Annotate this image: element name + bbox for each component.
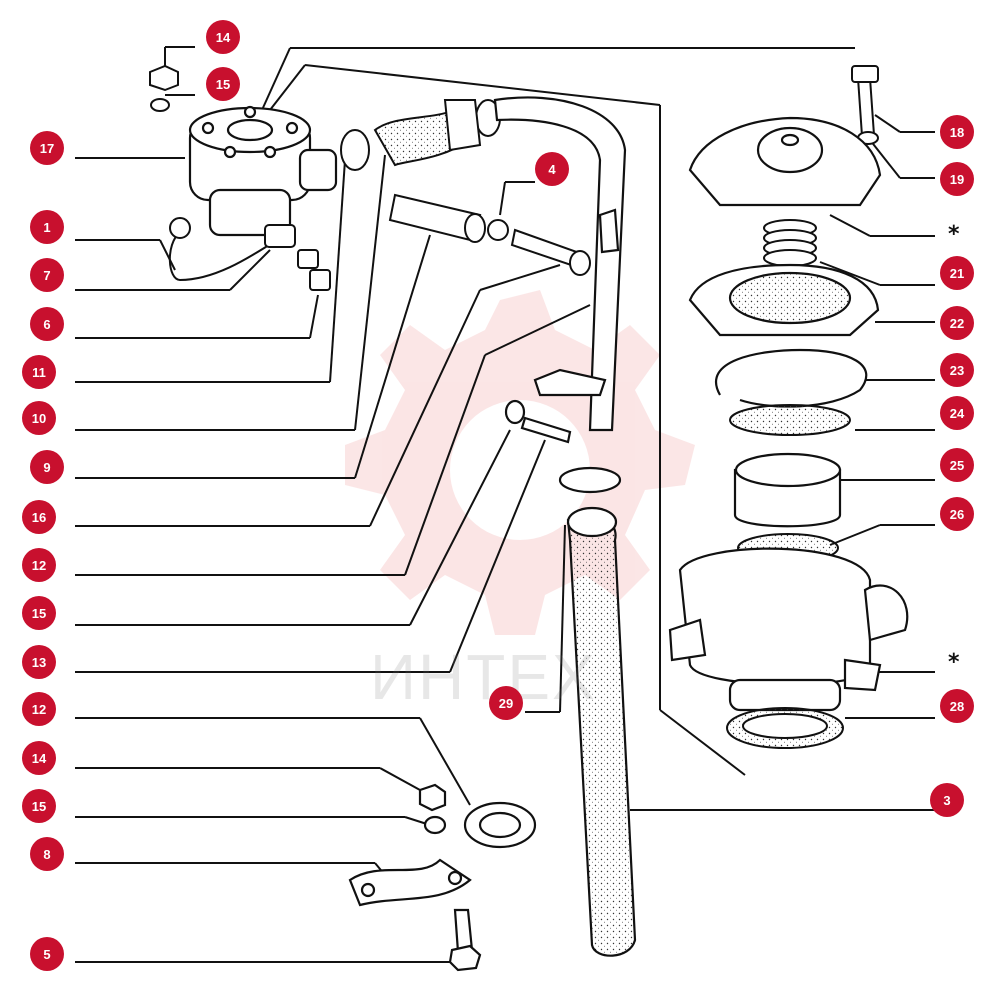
callout-29[interactable]: 29	[489, 686, 523, 720]
callout-11[interactable]: 11	[22, 355, 56, 389]
callout-13[interactable]: 13	[22, 645, 56, 679]
fuel-pump-head-icon	[188, 105, 338, 237]
hose-elbow-icon	[340, 99, 501, 171]
callout-25[interactable]: 25	[940, 448, 974, 482]
pump-cover-icon	[688, 116, 882, 207]
flexible-hose-icon	[566, 506, 637, 957]
callout-19[interactable]: 19	[940, 162, 974, 196]
spring-icon	[763, 219, 817, 267]
seal-ring-icon	[726, 707, 844, 749]
callout-12-lower[interactable]: 12	[22, 692, 56, 726]
callout-15-top[interactable]: 15	[206, 67, 240, 101]
pipe-clamp-icon	[348, 783, 537, 972]
callout-15-lower[interactable]: 15	[22, 789, 56, 823]
asterisk-mark-upper: *	[948, 222, 960, 247]
callout-14-top[interactable]: 14	[206, 20, 240, 54]
callout-10[interactable]: 10	[22, 401, 56, 435]
callout-6[interactable]: 6	[30, 307, 64, 341]
callout-8[interactable]: 8	[30, 837, 64, 871]
fuel-line-icon	[168, 217, 331, 291]
callout-9[interactable]: 9	[30, 450, 64, 484]
asterisk-mark-lower: *	[948, 650, 960, 675]
diaphragm-icon	[688, 263, 880, 337]
callout-1[interactable]: 1	[30, 210, 64, 244]
callout-5[interactable]: 5	[30, 937, 64, 971]
callout-7[interactable]: 7	[30, 258, 64, 292]
valve-plate-icon	[729, 404, 851, 436]
callout-3[interactable]: 3	[930, 783, 964, 817]
retaining-ring-icon	[715, 348, 868, 408]
callout-18[interactable]: 18	[940, 115, 974, 149]
callout-21[interactable]: 21	[940, 256, 974, 290]
callout-14-lower[interactable]: 14	[22, 741, 56, 775]
fuel-pipe-icon	[493, 96, 627, 494]
callout-28[interactable]: 28	[940, 689, 974, 723]
callout-26[interactable]: 26	[940, 497, 974, 531]
callout-15-middle[interactable]: 15	[22, 596, 56, 630]
pipe-sleeve-icon	[388, 193, 591, 276]
callout-16[interactable]: 16	[22, 500, 56, 534]
callout-4[interactable]: 4	[535, 152, 569, 186]
callout-22[interactable]: 22	[940, 306, 974, 340]
pump-body-icon	[668, 547, 909, 712]
nut-icon	[149, 64, 179, 112]
callout-24[interactable]: 24	[940, 396, 974, 430]
watermark-text: ИНТЕХ	[370, 641, 597, 713]
callout-23[interactable]: 23	[940, 353, 974, 387]
callout-12-upper[interactable]: 12	[22, 548, 56, 582]
callout-17[interactable]: 17	[30, 131, 64, 165]
leader-lines	[75, 46, 935, 963]
filter-screen-icon	[733, 452, 842, 528]
bolt-icon	[851, 65, 879, 145]
